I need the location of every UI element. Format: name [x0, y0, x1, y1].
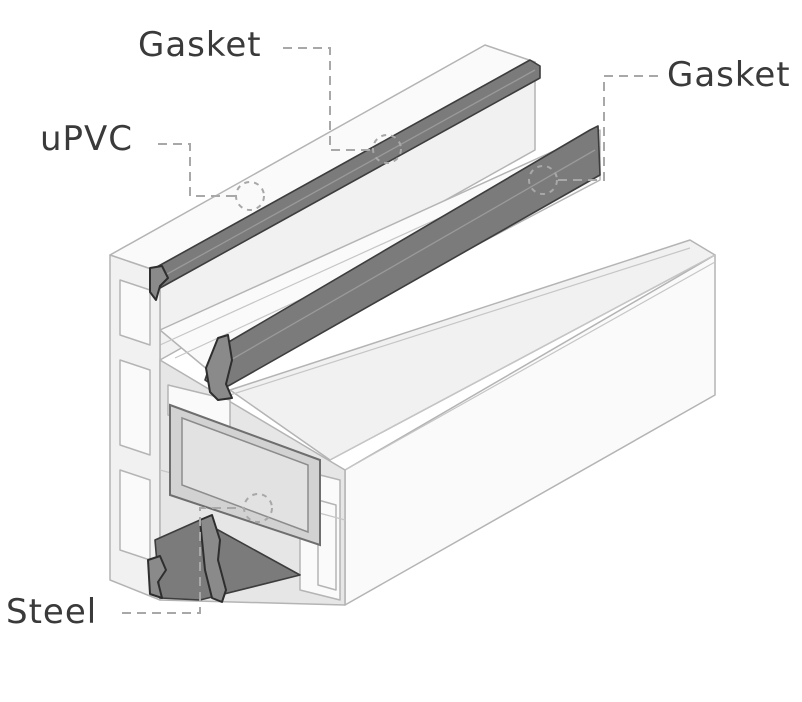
gasket-top-label: Gasket: [138, 25, 262, 65]
upvc-leader: [158, 143, 236, 197]
gasket-right-marker: [528, 165, 558, 195]
gasket-top-strip: [149, 59, 541, 301]
steel-label: Steel: [6, 592, 97, 632]
gasket-top-leader: [283, 47, 373, 151]
upvc-marker: [235, 181, 265, 211]
upvc-label: uPVC: [40, 119, 133, 159]
steel-leader: [122, 507, 244, 614]
gasket-right-label: Gasket: [667, 55, 791, 95]
gasket-top-marker: [372, 134, 402, 164]
gasket-bottom-strip: [147, 514, 301, 603]
gasket-right-strip: [204, 125, 601, 401]
gasket-right-leader: [557, 75, 658, 181]
steel-reinforcement: [169, 403, 321, 547]
